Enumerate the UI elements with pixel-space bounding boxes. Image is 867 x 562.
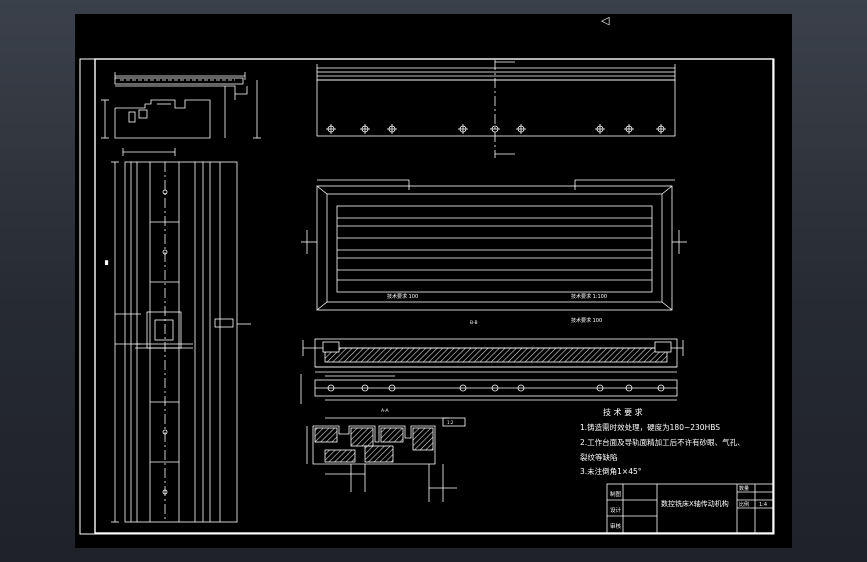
table-plan-view bbox=[301, 179, 687, 311]
title-row-label-2: 设计 bbox=[610, 506, 622, 514]
detail-section-view bbox=[306, 417, 466, 502]
cad-drawing: █ bbox=[79, 58, 775, 535]
drawing-title: 数控铣床X轴传动机构 bbox=[661, 499, 729, 508]
svg-text:█: █ bbox=[104, 260, 109, 265]
section-mark: B-B bbox=[470, 320, 478, 326]
plan-note-right: 技术要求 1:100 bbox=[571, 293, 607, 300]
title-row-label-1: 制图 bbox=[610, 490, 622, 498]
section-view bbox=[300, 338, 684, 404]
detail-mark: A-A bbox=[381, 408, 390, 414]
outer-border bbox=[79, 58, 775, 535]
notes-heading: 技 术 要 求 bbox=[603, 407, 643, 417]
notes-line-1: 1.铸造需时效处理，硬度为180~230HBS bbox=[580, 422, 720, 432]
cursor-icon: ◁ bbox=[601, 14, 610, 27]
count-label: 数量 bbox=[739, 485, 749, 492]
plan-note-left: 技术要求 100 bbox=[387, 293, 418, 300]
inner-border bbox=[94, 58, 774, 534]
notes-line-2: 2.工作台面及导轨面精加工后不许有砂眼、气孔、 bbox=[580, 437, 745, 447]
notes-line-3: 裂纹等缺陷 bbox=[580, 452, 618, 462]
top-side-view bbox=[316, 60, 676, 158]
section-note: 技术要求 100 bbox=[571, 317, 602, 324]
small-profile-view bbox=[101, 72, 261, 139]
title-row-label-3: 审核 bbox=[610, 522, 622, 530]
title-block bbox=[606, 483, 774, 534]
drawing-sheet[interactable]: █ bbox=[75, 14, 792, 548]
notes-line-4: 3.未注倒角1×45° bbox=[580, 466, 642, 476]
scale-label: 比例 bbox=[739, 501, 749, 508]
left-plan-view bbox=[111, 148, 251, 523]
detail-tag: 1:2 bbox=[447, 420, 454, 425]
scale-value: 1:4 bbox=[759, 502, 767, 508]
